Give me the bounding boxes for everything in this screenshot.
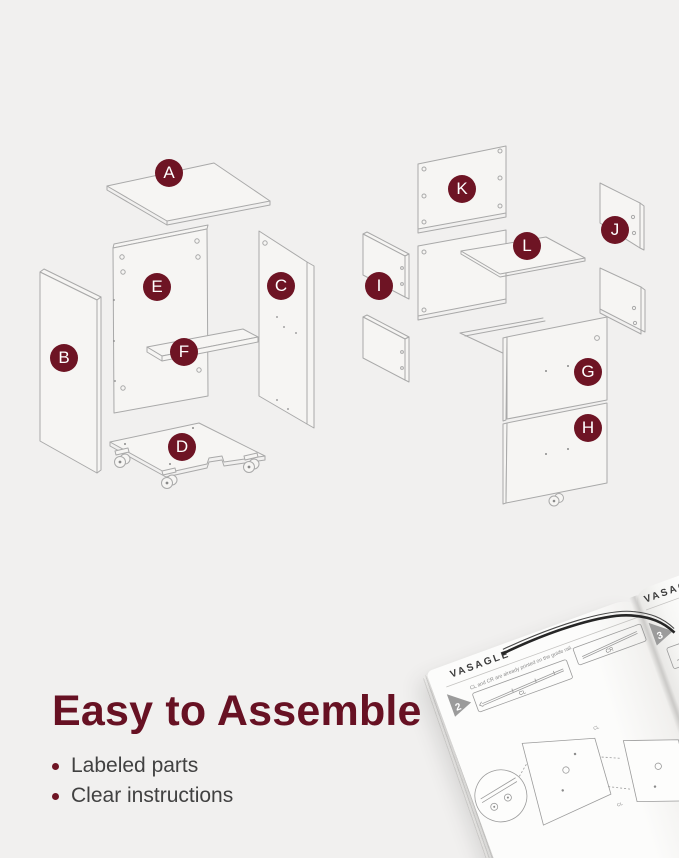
- rail-diagram-left: CL: [472, 659, 573, 713]
- part-label-d: D: [168, 433, 196, 461]
- part-label-l: L: [513, 232, 541, 260]
- bullet-text: Labeled parts: [71, 754, 199, 778]
- drawer-side-panel-2: [362, 314, 410, 383]
- part-label-h: H: [574, 414, 602, 442]
- part-label-g: G: [574, 358, 602, 386]
- drawer-front-assembly: [459, 316, 608, 507]
- rail-label: CL: [518, 689, 527, 697]
- part-j-drawer-side: [599, 182, 645, 251]
- part-a-top-panel: [106, 162, 271, 226]
- step-number: 2: [454, 701, 463, 713]
- rail-label: CR: [605, 647, 615, 655]
- part-label-b: B: [50, 344, 78, 372]
- assembly-step-drawing: CL CL: [521, 724, 679, 826]
- rail-diagram-right: CR: [572, 623, 647, 666]
- part-label-c: C: [267, 272, 295, 300]
- part-ref-label: CL: [593, 724, 601, 731]
- text-block: Easy to Assemble Labeled parts Clear ins…: [52, 687, 422, 811]
- part-i-drawer-side: [362, 231, 410, 300]
- magnifier-detail: [474, 762, 528, 823]
- part-e-side-panel: [112, 224, 209, 414]
- part-label-k: K: [448, 175, 476, 203]
- bullet-dot: [52, 762, 59, 770]
- page-title: Easy to Assemble: [52, 687, 422, 735]
- list-item: Labeled parts: [52, 751, 422, 781]
- part-label-i: I: [365, 272, 393, 300]
- bullet-dot: [52, 792, 59, 800]
- feature-list: Labeled parts Clear instructions: [52, 751, 422, 811]
- list-item: Clear instructions: [52, 781, 422, 811]
- part-c-back-panel: [258, 230, 315, 429]
- drawer-side-panel-4: [599, 267, 646, 335]
- exploded-diagram: [39, 145, 646, 507]
- part-g-drawer-front: [506, 316, 608, 420]
- part-ref-label: CL: [616, 801, 624, 808]
- part-b-side-panel: [39, 268, 102, 474]
- part-label-a: A: [155, 159, 183, 187]
- part-label-j: J: [601, 216, 629, 244]
- manual-left-page: VASAGLE 2 CL and CR are already printed …: [426, 596, 679, 858]
- part-label-e: E: [143, 273, 171, 301]
- part-label-f: F: [170, 338, 198, 366]
- caster-wheel: [243, 452, 260, 473]
- bullet-text: Clear instructions: [71, 784, 234, 808]
- step-badge: 2: [446, 694, 472, 717]
- brand-logo: VASAGLE: [643, 574, 679, 606]
- caster-wheel: [548, 493, 564, 507]
- caster-wheel: [161, 467, 178, 489]
- caster-wheel: [114, 447, 131, 468]
- drawer-back-panel-2: [417, 229, 507, 321]
